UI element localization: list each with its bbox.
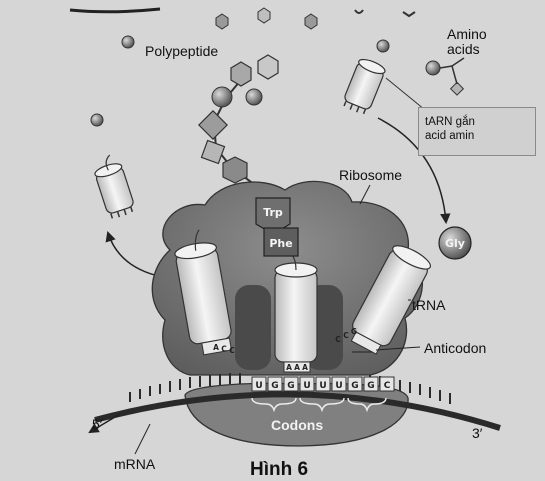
codon-base-letter: G — [351, 381, 358, 391]
trna-note-box: tARN gắn acid amin — [418, 107, 536, 156]
trna-label: tRNA — [412, 298, 445, 313]
amino-acids-label-line2: acids — [447, 42, 480, 57]
anticodon-base-letter: C — [221, 345, 227, 354]
gly-tag: Gly — [439, 227, 471, 259]
trna-note-line1: tARN gắn — [425, 115, 529, 129]
gly-label: Gly — [445, 237, 465, 250]
anticodon-base-letter: G — [351, 327, 357, 336]
anticodon-label: Anticodon — [424, 341, 486, 356]
anticodon-base-letter: A — [302, 363, 308, 372]
mrna-label: mRNA — [114, 457, 155, 472]
codons-label: Codons — [271, 418, 323, 433]
anticodon-base-letter: C — [335, 335, 341, 344]
codon-base-letter: U — [319, 381, 326, 391]
ribosome-site-e — [235, 285, 271, 370]
figure-caption: Hình 6 — [250, 459, 308, 481]
five-prime-label: 5′ — [92, 417, 102, 432]
codon-base-letter: U — [255, 381, 262, 391]
incoming-trna — [341, 57, 387, 117]
codon-base-letter: U — [303, 381, 310, 391]
phe-label: Phe — [269, 237, 292, 250]
anticodon-base-letter: A — [294, 363, 300, 372]
departing-trna — [91, 153, 137, 221]
anticodon-base-letter: C — [343, 331, 349, 340]
codon-base-letter: G — [287, 381, 294, 391]
codon-base-letter: C — [384, 381, 391, 391]
codon-base-letter: G — [367, 381, 374, 391]
trp-label: Trp — [263, 206, 283, 219]
codon-base-letter: G — [271, 381, 278, 391]
ribosome-label: Ribosome — [339, 168, 402, 183]
anticodon-base-letter: A — [286, 363, 292, 372]
amino-acids-label-line1: Amino — [447, 27, 487, 42]
trna-note-line2: acid amin — [425, 129, 529, 143]
phe-tag: Phe — [264, 228, 298, 256]
trna-p-site — [275, 252, 317, 372]
anticodon-base-letter: A — [213, 343, 219, 352]
three-prime-label: 3′ — [472, 426, 482, 441]
polypeptide-label: Polypeptide — [145, 44, 218, 59]
anticodon-base-letter: C — [229, 346, 235, 355]
top-border-line — [70, 9, 160, 12]
codon-base-letter: U — [335, 381, 342, 391]
